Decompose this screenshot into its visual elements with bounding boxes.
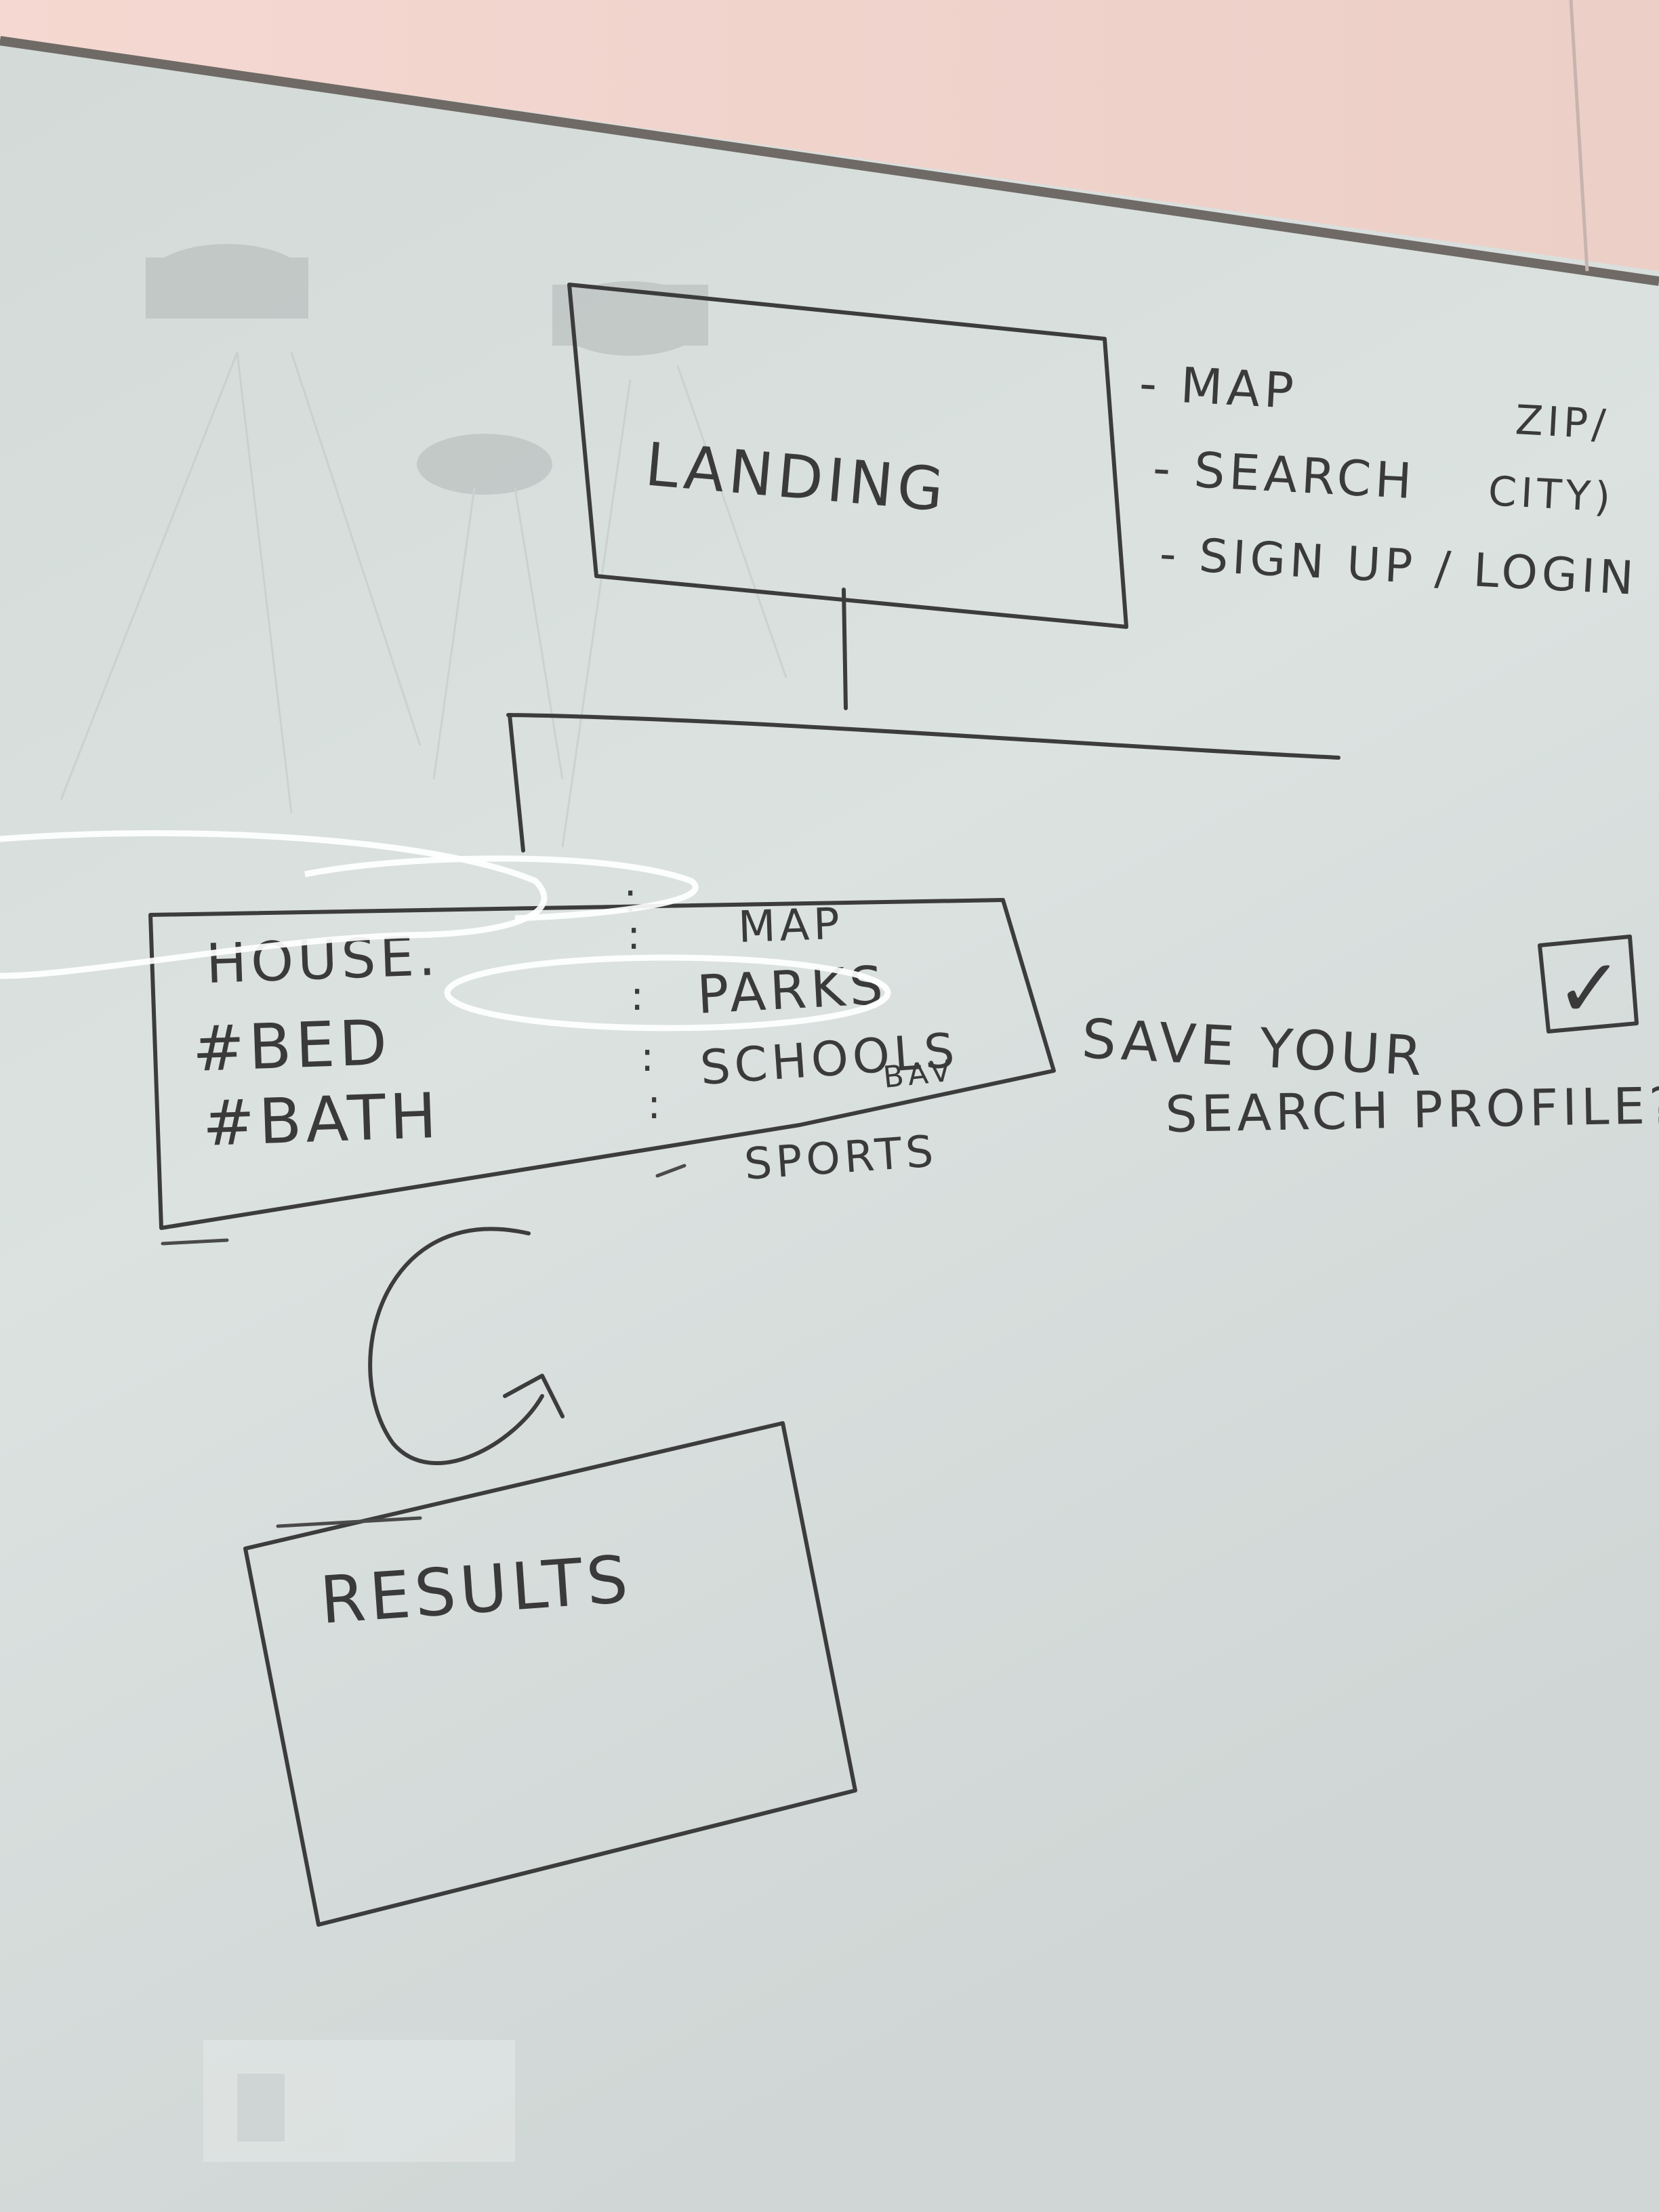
filter-parks: PARKS bbox=[695, 955, 888, 1026]
filters-box bbox=[148, 898, 1056, 1230]
save-checkbox: ✓ bbox=[1538, 935, 1639, 1036]
filter-map: MAP bbox=[737, 899, 844, 953]
filters-box-underline bbox=[161, 1238, 229, 1246]
landing-note-map: - MAP bbox=[1138, 354, 1299, 419]
filter-bath: #BATH bbox=[201, 1080, 442, 1160]
wall-seam bbox=[1569, 0, 1589, 272]
search-aside-zip: ZIP/ bbox=[1514, 396, 1611, 449]
whiteboard-surface bbox=[0, 44, 1659, 2212]
svg-text::: : bbox=[647, 1081, 665, 1128]
landing-note-search: - SEARCH bbox=[1151, 439, 1417, 510]
landing-connector bbox=[506, 588, 1340, 853]
results-box-top-stroke bbox=[276, 1516, 422, 1528]
search-aside-city: CITY) bbox=[1487, 468, 1616, 522]
filter-aside-bav: BAV bbox=[882, 1053, 956, 1095]
bottom-reflection bbox=[203, 2040, 515, 2162]
sports-tick bbox=[655, 1164, 687, 1178]
results-box bbox=[243, 1421, 857, 1927]
filter-separators: : : : : : bbox=[623, 874, 665, 1128]
light-glare bbox=[0, 830, 891, 1031]
svg-text::: : bbox=[630, 972, 648, 1020]
svg-text::: : bbox=[627, 912, 644, 959]
board-frame bbox=[0, 36, 1659, 286]
landing-box bbox=[567, 283, 1128, 629]
save-prompt-line-2: SEARCH PROFILE? bbox=[1165, 1077, 1659, 1144]
filter-bed: #BED bbox=[191, 1006, 392, 1086]
svg-text::: : bbox=[640, 1033, 658, 1081]
flow-arrow bbox=[368, 1227, 565, 1465]
save-checkbox-check-icon: ✓ bbox=[1555, 942, 1628, 1036]
wall bbox=[0, 0, 1659, 271]
